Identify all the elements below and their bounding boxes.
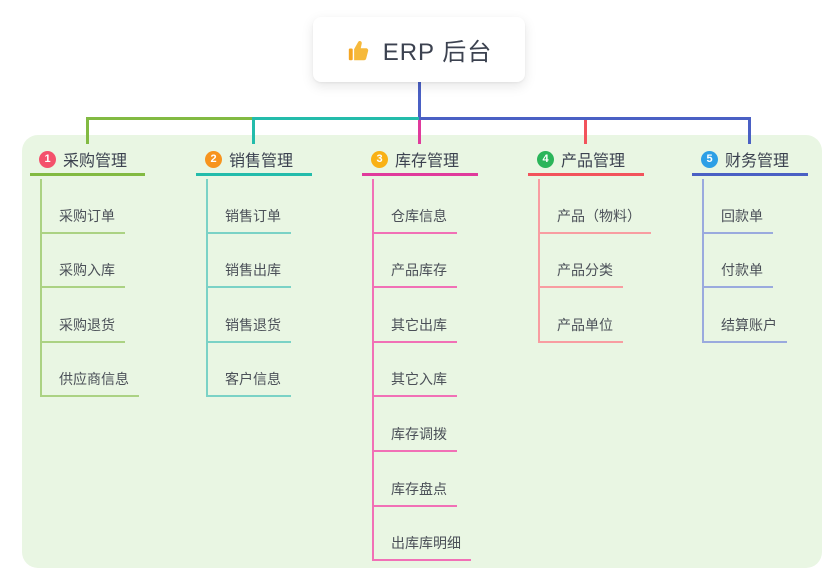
branch-items: 采购订单 采购入库 采购退货 供应商信息 [40,179,139,398]
badge-2: 2 [205,150,222,168]
branch-label: 产品管理 [561,153,626,170]
branch-item[interactable]: 出库库明细 [374,507,471,562]
branch-product: 4 产品管理 产品（物料） 产品分类 产品单位 [528,145,651,343]
branch-inventory: 3 库存管理 仓库信息 产品库存 其它出库 其它入库 库存调拨 库存盘点 出库库… [362,145,478,562]
branch-item[interactable]: 库存盘点 [374,452,471,507]
bus-line-right [419,117,751,120]
branch-item[interactable]: 产品单位 [540,288,651,343]
item-label: 产品（物料） [540,206,651,234]
badge-1: 1 [39,150,56,168]
branch-item[interactable]: 结算账户 [704,288,787,343]
branch-drop-line-4 [584,120,587,144]
bus-line-left [86,117,253,120]
badge-3: 3 [371,150,388,168]
item-label: 仓库信息 [374,206,457,234]
item-label: 付款单 [704,260,773,289]
branch-item[interactable]: 回款单 [704,179,787,234]
branch-header-inventory[interactable]: 3 库存管理 [362,145,478,176]
item-label: 其它入库 [374,369,457,398]
branch-item[interactable]: 销售出库 [208,234,291,289]
branch-item[interactable]: 供应商信息 [42,343,139,398]
branch-items: 仓库信息 产品库存 其它出库 其它入库 库存调拨 库存盘点 出库库明细 [372,179,471,562]
branch-items: 回款单 付款单 结算账户 [702,179,787,343]
branch-header-finance[interactable]: 5 财务管理 [692,145,808,176]
branch-item[interactable]: 产品分类 [540,234,651,289]
branch-label: 财务管理 [725,153,790,170]
root-connector-line [418,82,421,118]
item-label: 采购订单 [42,206,125,234]
item-label: 库存盘点 [374,479,457,507]
branch-item[interactable]: 销售退货 [208,288,291,343]
branch-item[interactable]: 采购退货 [42,288,139,343]
item-label: 产品单位 [540,315,623,343]
root-label: ERP 后台 [382,39,493,66]
branch-drop-line-3 [418,120,421,144]
branch-label: 采购管理 [63,153,128,170]
badge-4: 4 [537,150,554,168]
branch-item[interactable]: 销售订单 [208,179,291,234]
branch-item[interactable]: 产品（物料） [540,179,651,234]
branch-header-purchase[interactable]: 1 采购管理 [30,145,145,176]
item-label: 出库库明细 [374,533,471,562]
branch-item[interactable]: 产品库存 [374,234,471,289]
item-label: 产品库存 [374,260,457,289]
branch-label: 销售管理 [229,153,294,170]
branch-finance: 5 财务管理 回款单 付款单 结算账户 [692,145,808,343]
item-label: 客户信息 [208,369,291,398]
item-label: 其它出库 [374,315,457,343]
item-label: 采购入库 [42,260,125,289]
branch-purchase: 1 采购管理 采购订单 采购入库 采购退货 供应商信息 [30,145,145,398]
branch-item[interactable]: 客户信息 [208,343,291,398]
item-label: 销售退货 [208,315,291,343]
item-label: 回款单 [704,206,773,234]
item-label: 供应商信息 [42,369,139,398]
branch-header-product[interactable]: 4 产品管理 [528,145,644,176]
branches-panel [22,135,822,568]
item-label: 结算账户 [704,315,787,343]
item-label: 产品分类 [540,260,623,289]
bus-line-mid [253,117,419,120]
branch-item[interactable]: 采购入库 [42,234,139,289]
branch-drop-line-2 [252,117,255,144]
branch-sales: 2 销售管理 销售订单 销售出库 销售退货 客户信息 [196,145,312,398]
branch-items: 产品（物料） 产品分类 产品单位 [538,179,651,343]
item-label: 销售订单 [208,206,291,234]
branch-label: 库存管理 [395,153,460,170]
branch-items: 销售订单 销售出库 销售退货 客户信息 [206,179,291,398]
branch-item[interactable]: 其它出库 [374,288,471,343]
branch-item[interactable]: 仓库信息 [374,179,471,234]
branch-item[interactable]: 库存调拨 [374,397,471,452]
item-label: 采购退货 [42,315,125,343]
branch-header-sales[interactable]: 2 销售管理 [196,145,312,176]
badge-5: 5 [701,150,718,168]
item-label: 库存调拨 [374,424,457,452]
branch-item[interactable]: 其它入库 [374,343,471,398]
branch-drop-line-1 [86,117,89,144]
thumbs-up-icon [346,37,372,63]
branch-drop-line-5 [748,117,751,144]
item-label: 销售出库 [208,260,291,289]
root-node[interactable]: ERP 后台 [313,17,525,82]
branch-item[interactable]: 付款单 [704,234,787,289]
branch-item[interactable]: 采购订单 [42,179,139,234]
